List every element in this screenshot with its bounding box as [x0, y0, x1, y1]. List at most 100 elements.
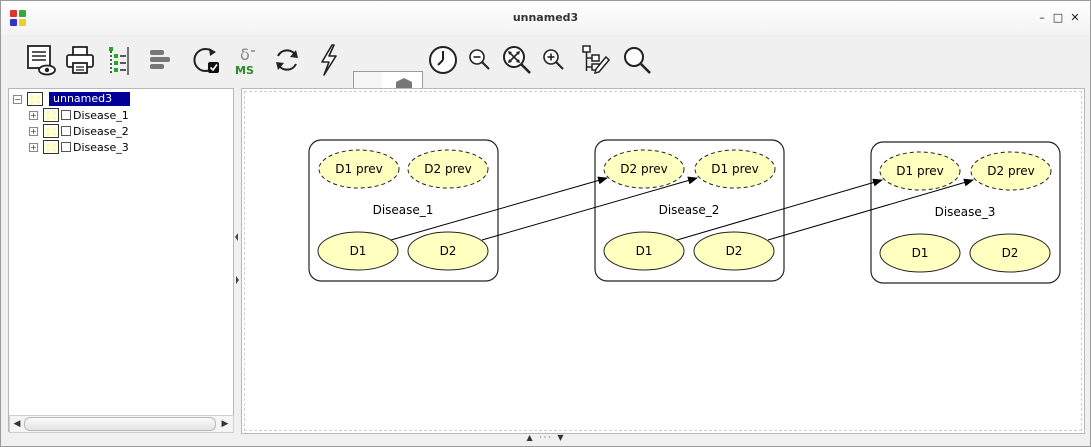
arc-d1-to-d1-prev[interactable]	[390, 176, 608, 241]
zoom-fit-icon	[503, 46, 531, 74]
delta-ms-button[interactable]: δ MS	[228, 42, 264, 78]
preview-report-button[interactable]	[23, 42, 59, 78]
expand-toggle[interactable]: +	[29, 142, 38, 152]
title-bar: unnamed3 – □ ✕	[1, 1, 1090, 35]
toolbar: δ MS	[1, 36, 1090, 117]
network-node-icon	[43, 140, 59, 154]
tree-item-disease-2[interactable]: + Disease_2	[29, 123, 129, 139]
node-d1[interactable]	[317, 231, 399, 271]
app-icon	[10, 10, 26, 26]
tree-item-label: Disease_1	[73, 108, 129, 122]
node-label: D2 prev	[424, 162, 471, 176]
node-d2-prev[interactable]	[603, 149, 685, 189]
network-node-icon	[43, 108, 59, 122]
node-d2[interactable]	[693, 231, 775, 271]
node-label: D1	[636, 244, 653, 258]
module-label: Disease_3	[935, 205, 996, 219]
zoom-out-button[interactable]	[462, 42, 498, 78]
node-d2-prev[interactable]	[970, 151, 1052, 191]
ms-label: MS	[235, 64, 254, 77]
node-d1[interactable]	[879, 233, 961, 273]
tree-item-disease-3[interactable]: + Disease_3	[29, 139, 129, 155]
model-tree-panel: − unnamed3 + Disease_1 +	[8, 88, 234, 432]
tree-root-row[interactable]: − unnamed3	[13, 91, 131, 107]
collapse-toggle[interactable]: −	[13, 94, 22, 104]
expand-right-arrow-icon[interactable]	[236, 276, 239, 284]
refresh-check-button[interactable]	[188, 42, 224, 78]
node-label: D2 prev	[987, 164, 1034, 178]
tree-layout-button[interactable]	[98, 42, 134, 78]
module-disease-2[interactable]: D2 prev D1 prev Disease_2 D1 D2	[594, 139, 785, 282]
window-title: unnamed3	[512, 11, 579, 24]
print-button[interactable]	[62, 42, 98, 78]
module-label: Disease_1	[373, 203, 434, 217]
sync-arrows-icon	[276, 49, 298, 71]
node-d2[interactable]	[969, 233, 1051, 273]
zoom-out-icon	[469, 49, 490, 70]
lightning-button[interactable]	[311, 42, 347, 78]
node-label: D2	[1002, 246, 1019, 260]
edit-tree-button[interactable]	[577, 42, 613, 78]
node-d2[interactable]	[407, 231, 489, 271]
lightning-icon	[321, 44, 337, 76]
refresh-check-icon	[193, 48, 219, 73]
maximize-button[interactable]: □	[1052, 11, 1064, 24]
scrollbar-thumb[interactable]	[24, 417, 216, 431]
zoom-fit-button[interactable]	[499, 42, 535, 78]
arc-d2-to-d2-prev[interactable]	[767, 178, 974, 241]
tree-item-label: Disease_3	[73, 140, 129, 154]
module-disease-1[interactable]: D1 prev D2 prev Disease_1 D1 D2	[308, 139, 499, 282]
delta-glyph: δ	[240, 45, 250, 64]
node-d1[interactable]	[603, 231, 685, 271]
align-bars-icon	[150, 50, 170, 69]
node-d1-prev[interactable]	[318, 149, 400, 189]
node-d2-prev[interactable]	[407, 149, 489, 189]
canvas-page-border	[244, 91, 1082, 431]
scroll-right-arrow-icon[interactable]: ▶	[221, 419, 229, 429]
tree-list-icon	[109, 47, 129, 75]
zoom-in-button[interactable]	[536, 42, 572, 78]
node-d1-prev[interactable]	[879, 151, 961, 191]
node-label: D1	[350, 244, 367, 258]
node-label: D1 prev	[335, 162, 382, 176]
network-canvas[interactable]: D1 prev D2 prev Disease_1 D1 D2 D2 prev …	[241, 88, 1085, 434]
expand-toggle[interactable]: +	[29, 110, 38, 120]
node-d1-prev[interactable]	[694, 149, 776, 189]
close-button[interactable]: ✕	[1070, 11, 1080, 24]
sync-button[interactable]	[269, 42, 305, 78]
clock-icon	[429, 46, 457, 74]
delta-ms-icon: δ MS	[235, 45, 255, 77]
arc-d2-to-d2-prev[interactable]	[481, 176, 698, 241]
diagram-svg: D1 prev D2 prev Disease_1 D1 D2 D2 prev …	[308, 139, 1061, 284]
arc-d1-to-d1-prev[interactable]	[676, 178, 883, 241]
network-node-icon	[27, 92, 43, 106]
visibility-checkbox[interactable]	[61, 126, 71, 136]
visibility-checkbox[interactable]	[61, 142, 71, 152]
expand-toggle[interactable]: +	[29, 126, 38, 136]
visibility-checkbox[interactable]	[61, 110, 71, 120]
panel-splitter[interactable]	[233, 88, 241, 430]
collapse-left-arrow-icon[interactable]	[235, 233, 238, 241]
module-disease-3[interactable]: D1 prev D2 prev Disease_3 D1 D2	[870, 141, 1061, 284]
node-label: D1	[912, 246, 929, 260]
search-button[interactable]	[619, 42, 655, 78]
minimize-button[interactable]: –	[1039, 11, 1045, 24]
document-preview-icon	[27, 45, 56, 76]
align-button[interactable]	[141, 42, 177, 78]
tree-item-label: Disease_2	[73, 124, 129, 138]
tree-root-label: unnamed3	[49, 92, 131, 106]
node-label: D1 prev	[711, 162, 758, 176]
node-label: D2	[440, 244, 457, 258]
clock-button[interactable]	[425, 42, 461, 78]
scroll-left-arrow-icon[interactable]: ◀	[13, 419, 21, 429]
bottom-panel-handle[interactable]: ▲ ··· ▼	[526, 433, 566, 442]
zoom-in-icon	[543, 49, 564, 70]
tree-horizontal-scrollbar[interactable]: ◀ ▶	[9, 415, 234, 433]
tree-item-disease-1[interactable]: + Disease_1	[29, 107, 129, 123]
node-label: D2 prev	[620, 162, 667, 176]
node-label: D1 prev	[896, 164, 943, 178]
printer-icon	[66, 46, 94, 74]
module-label: Disease_2	[659, 203, 720, 217]
node-label: D2	[726, 244, 743, 258]
